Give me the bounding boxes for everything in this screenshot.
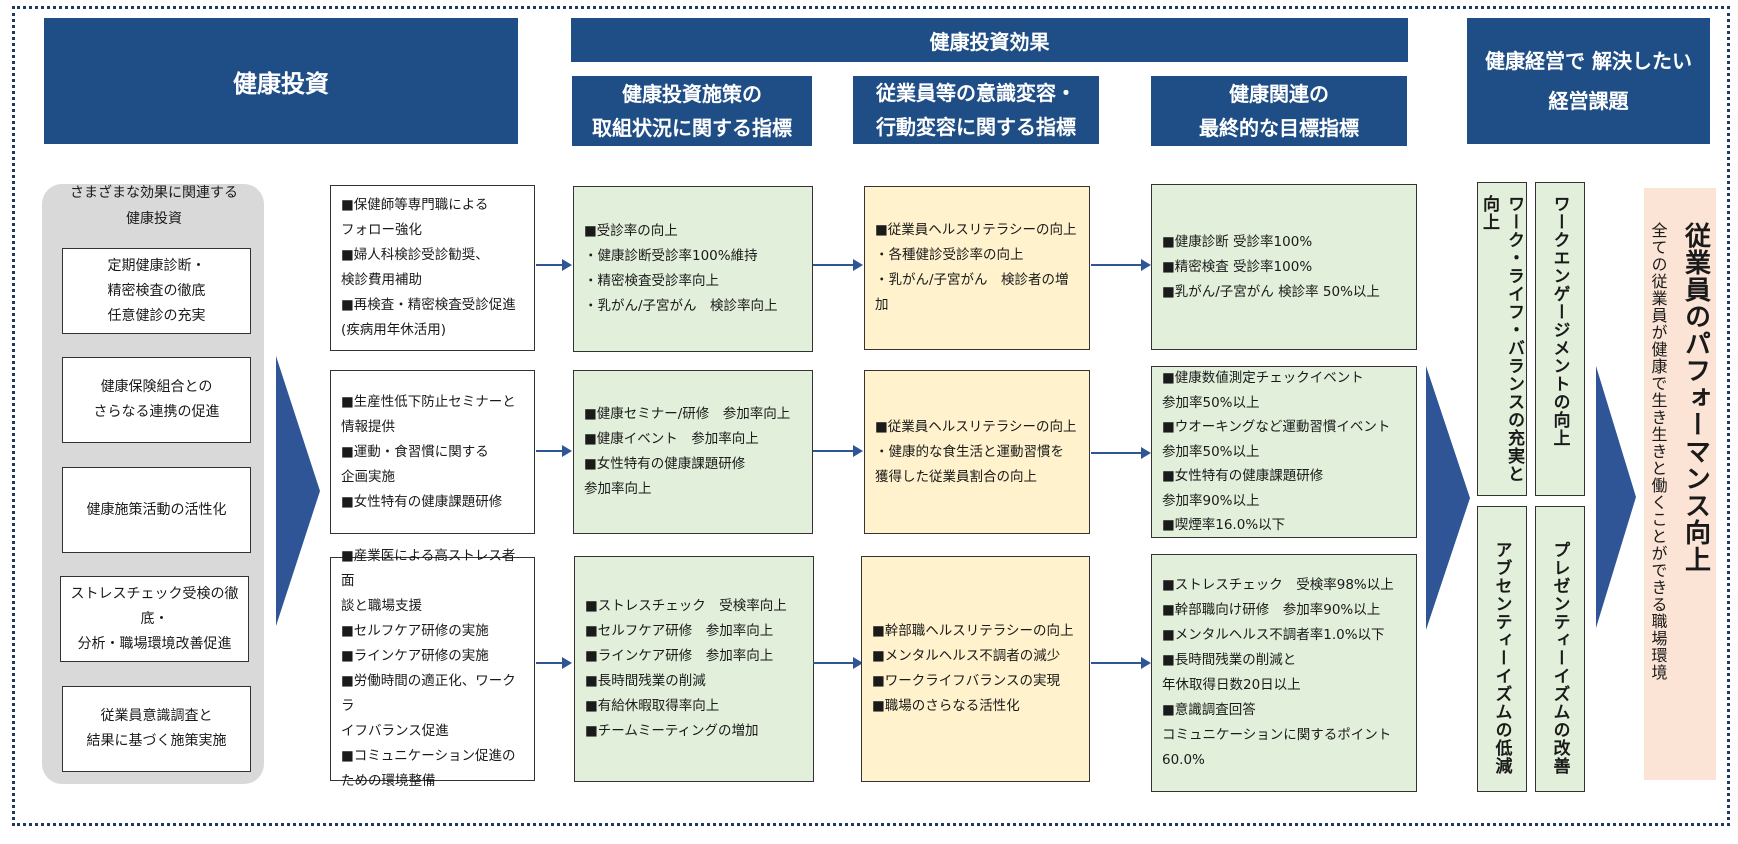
- goal-title: 従業員のパフォーマンス向上: [1680, 222, 1711, 573]
- final-indicator-box: ■健康診断 受診率100% ■精密検査 受診率100% ■乳がん/子宮がん 検診…: [1151, 184, 1417, 350]
- investment-panel-title: さまざまな効果に関連する 健康投資: [70, 185, 238, 227]
- header-awareness-line1: 従業員等の意識変容・: [876, 81, 1076, 105]
- awareness-indicator-box: ■幹部職ヘルスリテラシーの向上 ■メンタルヘルス不調者の減少 ■ワークライフバラ…: [861, 556, 1090, 782]
- activity-indicator-box: ■ストレスチェック 受検率向上 ■セルフケア研修 参加率向上 ■ラインケア研修 …: [574, 556, 814, 782]
- initiatives-box: ■保健師等専門職による フォロー強化 ■婦人科検診受診勧奨、 検診費用補助 ■再…: [330, 185, 535, 351]
- header-initiative-line2: 取組状況に関する指標: [592, 116, 792, 140]
- flow-chevron-middle: [1426, 366, 1470, 630]
- initiatives-box: ■生産性低下防止セミナーと 情報提供 ■運動・食習慣に関する 企画実施 ■女性特…: [330, 370, 535, 534]
- activity-indicator-box: ■受診率の向上 ・健康診断受診率100%維持 ・精密検査受診率向上 ・乳がん/子…: [573, 186, 813, 352]
- investment-item: 従業員意識調査と 結果に基づく施策実施: [62, 686, 251, 772]
- dotted-frame: [12, 6, 1730, 826]
- header-issues-line1: 健康経営で 解決したい: [1485, 49, 1692, 73]
- activity-indicator-box: ■健康セミナー/研修 参加率向上 ■健康イベント 参加率向上 ■女性特有の健康課…: [573, 370, 813, 534]
- issue-presenteeism: プレゼンティーイズムの改善: [1535, 506, 1585, 792]
- header-final-line2: 最終的な目標指標: [1199, 116, 1359, 140]
- investment-item: 定期健康診断・ 精密検査の徹底 任意健診の充実: [62, 248, 251, 334]
- goal-subtitle: 全ての従業員が健康で生き生きと働くことができる職場環境: [1648, 222, 1668, 681]
- investment-item: 健康保険組合との さらなる連携の促進: [62, 357, 251, 443]
- header-initiative-indicators: 健康投資施策の 取組状況に関する指標: [572, 76, 812, 146]
- investment-item: 健康施策活動の活性化: [62, 467, 251, 553]
- header-initiative-line1: 健康投資施策の: [622, 82, 762, 106]
- flow-arrow: [813, 657, 863, 669]
- flow-arrow: [1091, 657, 1151, 669]
- flow-arrow: [536, 259, 572, 271]
- issue-work-life-balance-label: ワーク・ライフ・バランスの充実と向上: [1479, 195, 1524, 483]
- initiatives-box: ■産業医による高ストレス者面 談と職場支援 ■セルフケア研修の実施 ■ラインケア…: [330, 548, 535, 789]
- investment-item: ストレスチェック受検の徹底・ 分析・職場環境改善促進: [60, 576, 249, 662]
- header-health-investment: 健康投資: [44, 18, 518, 144]
- final-indicator-box: ■ストレスチェック 受検率98%以上 ■幹部職向け研修 参加率90%以上 ■メン…: [1151, 554, 1417, 792]
- final-indicator-box: ■健康数値測定チェックイベント 参加率50%以上 ■ウオーキングなど運動習慣イベ…: [1151, 366, 1417, 538]
- flow-arrow: [1091, 259, 1151, 271]
- issue-presenteeism-label: プレゼンティーイズムの改善: [1549, 541, 1570, 775]
- header-issues-line2: 経営課題: [1548, 89, 1629, 113]
- header-management-issues: 健康経営で 解決したい 経営課題: [1467, 18, 1710, 144]
- issue-absenteeism: アブセンティーイズムの低減: [1477, 506, 1527, 792]
- flow-arrow: [536, 445, 572, 457]
- issue-absenteeism-label: アブセンティーイズムの低減: [1491, 541, 1512, 775]
- header-final-line1: 健康関連の: [1229, 82, 1329, 106]
- header-health-investment-label: 健康投資: [233, 69, 329, 98]
- awareness-indicator-box: ■従業員ヘルスリテラシーの向上 ・健康的な食生活と運動習慣を 獲得した従業員割合…: [864, 370, 1090, 534]
- header-awareness-indicators: 従業員等の意識変容・ 行動変容に関する指標: [853, 76, 1099, 144]
- goal-box: 従業員のパフォーマンス向上 全ての従業員が健康で生き生きと働くことができる職場環…: [1644, 188, 1716, 780]
- flow-chevron-right: [1596, 366, 1636, 628]
- issue-work-life-balance: ワーク・ライフ・バランスの充実と向上: [1477, 182, 1527, 496]
- issue-work-engagement-label: ワークエンゲージメントの向上: [1549, 195, 1570, 447]
- header-investment-effect-label: 健康投資効果: [929, 29, 1050, 54]
- header-investment-effect: 健康投資効果: [571, 18, 1408, 62]
- issue-work-engagement: ワークエンゲージメントの向上: [1535, 182, 1585, 496]
- header-final-indicators: 健康関連の 最終的な目標指標: [1151, 76, 1407, 146]
- flow-chevron-left: [276, 356, 320, 626]
- flow-arrow: [536, 657, 572, 669]
- header-awareness-line2: 行動変容に関する指標: [876, 115, 1076, 139]
- flow-arrow: [1091, 447, 1151, 459]
- flow-arrow: [813, 445, 863, 457]
- flow-arrow: [813, 259, 863, 271]
- awareness-indicator-box: ■従業員ヘルスリテラシーの向上 ・各種健診受診率の向上 ・乳がん/子宮がん 検診…: [864, 186, 1090, 350]
